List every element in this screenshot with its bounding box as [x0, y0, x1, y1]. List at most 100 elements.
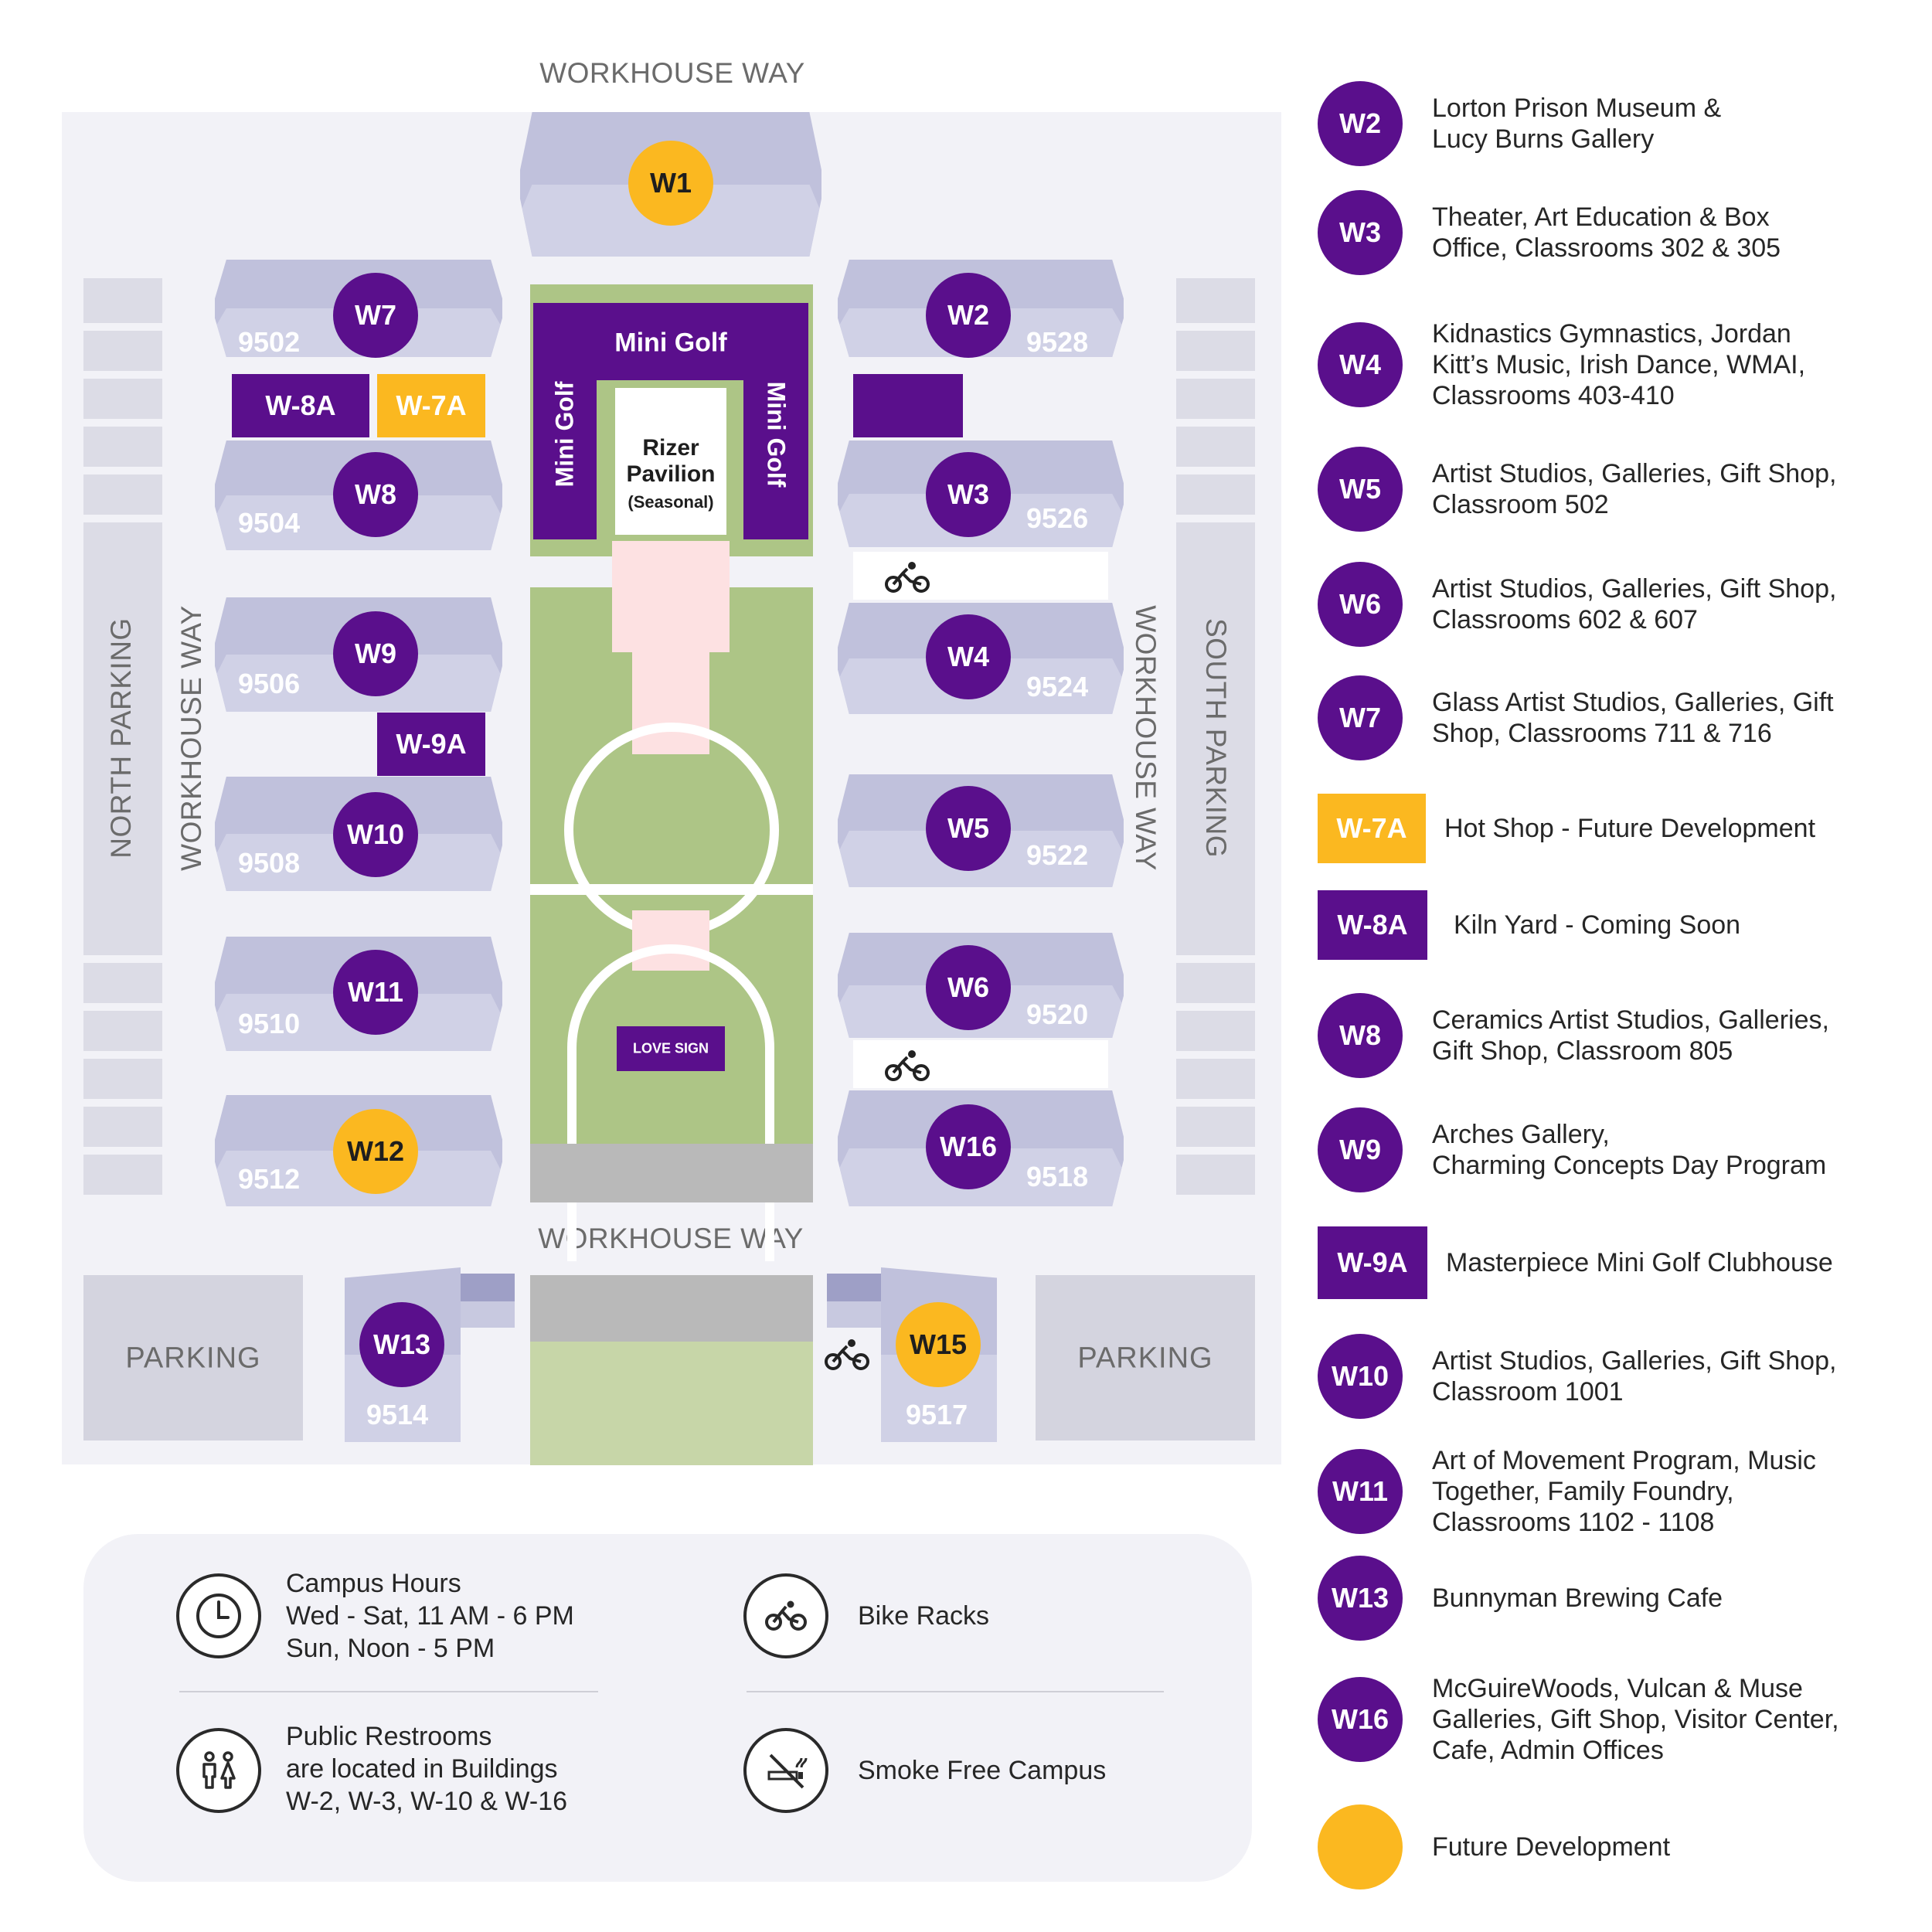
legend-item-w8: W8 Ceramics Artist Studios, Galleries,Gi… [1318, 993, 1920, 1078]
building-badge-w7[interactable]: W7 [333, 273, 418, 358]
legend-text: Kidnastics Gymnastics, Jordan [1432, 319, 1791, 349]
building-badge-w10[interactable]: W10 [333, 792, 418, 877]
building-badge-w13[interactable]: W13 [359, 1302, 444, 1387]
building-badge-w9a[interactable]: W-9A [377, 713, 485, 776]
legend-text: Gift Shop, Classroom 805 [1432, 1036, 1733, 1066]
address-w9: 9506 [238, 668, 301, 699]
bottom-lawn [530, 1342, 813, 1465]
parking-stall [1176, 963, 1255, 1003]
building-badge-w6[interactable]: W6 [926, 945, 1011, 1030]
bicycle-icon [824, 1337, 870, 1371]
legend-text: Glass Artist Studios, Galleries, Gift [1432, 688, 1834, 717]
address-w12: 9512 [238, 1163, 301, 1195]
building-badge-w4[interactable]: W4 [926, 614, 1011, 699]
divider [747, 1691, 1164, 1692]
w2-annex [853, 374, 963, 437]
legend-text: Artist Studios, Galleries, Gift Shop, [1432, 1346, 1837, 1376]
building-badge-w2[interactable]: W2 [926, 273, 1011, 358]
parking-stall [1176, 1155, 1255, 1195]
legend-text: Classrooms 602 & 607 [1432, 605, 1698, 634]
legend-badge: W5 [1318, 447, 1403, 532]
future-development-swatch [1318, 1804, 1403, 1889]
parking-stall [1176, 331, 1255, 371]
mini-golf-left[interactable] [533, 303, 597, 539]
north-parking-lot [83, 522, 162, 955]
south-parking-label: SOUTH PARKING [1200, 617, 1232, 859]
legend-text: Masterpiece Mini Golf Clubhouse [1446, 1248, 1833, 1277]
address-w8: 9504 [238, 507, 301, 539]
legend-text: Arches Gallery, [1432, 1120, 1610, 1149]
legend-item-w8a: W-8A Kiln Yard - Coming Soon [1318, 890, 1920, 960]
parking-stall [1176, 379, 1255, 419]
street-label-left: WORKHOUSE WAY [175, 605, 207, 871]
parking-stall [83, 1155, 162, 1195]
love-sign-label: LOVE SIGN [632, 1040, 709, 1056]
building-badge-w8[interactable]: W8 [333, 452, 418, 537]
lawn-circle-path [564, 723, 779, 937]
legend-badge: W-9A [1318, 1226, 1427, 1299]
legend-text: Kitt’s Music, Irish Dance, WMAI, [1432, 350, 1806, 379]
legend-item-w9a: W-9A Masterpiece Mini Golf Clubhouse [1318, 1226, 1920, 1299]
rizer-pavilion[interactable] [615, 388, 726, 535]
legend-text: Classrooms 403-410 [1432, 381, 1675, 410]
love-sign[interactable] [617, 1026, 725, 1071]
legend-badge: W10 [1318, 1334, 1403, 1419]
legend-badge: W6 [1318, 562, 1403, 647]
legend-text: Future Development [1432, 1832, 1671, 1862]
parking-stall [83, 474, 162, 515]
legend-text: Kiln Yard - Coming Soon [1454, 910, 1741, 940]
legend-text: Theater, Art Education & Box [1432, 202, 1770, 232]
bicycle-icon [743, 1573, 828, 1658]
parking-stall [83, 1107, 162, 1147]
building-badge-w11[interactable]: W11 [333, 950, 418, 1035]
building-badge-w16[interactable]: W16 [926, 1104, 1011, 1189]
divider [179, 1691, 598, 1692]
pavilion-line2: Pavilion [626, 461, 716, 487]
building-badge-w3[interactable]: W3 [926, 452, 1011, 537]
pavilion-line1: Rizer [642, 435, 699, 461]
building-badge-w7a[interactable]: W-7A [377, 374, 485, 437]
parking-stall [83, 963, 162, 1003]
legend-text: Lucy Burns Gallery [1432, 124, 1655, 154]
legend-text: McGuireWoods, Vulcan & Muse [1432, 1674, 1803, 1703]
address-w13: 9514 [366, 1399, 429, 1430]
bicycle-icon [884, 1048, 930, 1082]
legend-item-w2: W2 Lorton Prison Museum &Lucy Burns Gall… [1318, 81, 1920, 166]
building-badge-w8a[interactable]: W-8A [232, 374, 369, 437]
legend-item-w13: W13 Bunnyman Brewing Cafe [1318, 1556, 1920, 1641]
mini-golf-right[interactable] [743, 303, 808, 539]
building-badge-w5[interactable]: W5 [926, 786, 1011, 871]
legend-item-w5: W5 Artist Studios, Galleries, Gift Shop,… [1318, 447, 1920, 532]
street-label-right: WORKHOUSE WAY [1130, 605, 1162, 871]
building-badge-w9[interactable]: W9 [333, 611, 418, 696]
building-badge-w15[interactable]: W15 [896, 1302, 981, 1387]
legend-text: Bunnyman Brewing Cafe [1432, 1583, 1723, 1613]
address-w11: 9510 [238, 1008, 301, 1039]
legend-item-w9: W9 Arches Gallery,Charming Concepts Day … [1318, 1107, 1920, 1192]
parking-label-left: PARKING [125, 1342, 261, 1375]
legend-text: Artist Studios, Galleries, Gift Shop, [1432, 459, 1837, 488]
address-w6: 9520 [1026, 998, 1089, 1030]
bike-racks-label: Bike Racks [858, 1601, 990, 1631]
plaza [530, 1144, 813, 1202]
mini-golf-top-label: Mini Golf [614, 328, 727, 358]
clock-icon [176, 1573, 261, 1658]
building-badge-w1[interactable]: W1 [628, 141, 713, 226]
parking-label-right: PARKING [1077, 1342, 1213, 1375]
legend-badge: W9 [1318, 1107, 1403, 1192]
parking-stall [1176, 278, 1255, 323]
building-w15-roof [827, 1274, 881, 1301]
south-parking-lot [1176, 522, 1255, 955]
legend-text: Artist Studios, Galleries, Gift Shop, [1432, 574, 1837, 604]
address-w7: 9502 [238, 326, 301, 358]
parking-stall [83, 379, 162, 419]
parking-stall [83, 1011, 162, 1051]
legend-text: Lorton Prison Museum & [1432, 94, 1722, 123]
restrooms-line2: are located in Buildings [286, 1754, 558, 1784]
crosswalk-path [530, 884, 813, 895]
restroom-icon [176, 1728, 261, 1813]
building-badge-w12[interactable]: W12 [333, 1109, 418, 1194]
parking-stall [83, 278, 162, 323]
